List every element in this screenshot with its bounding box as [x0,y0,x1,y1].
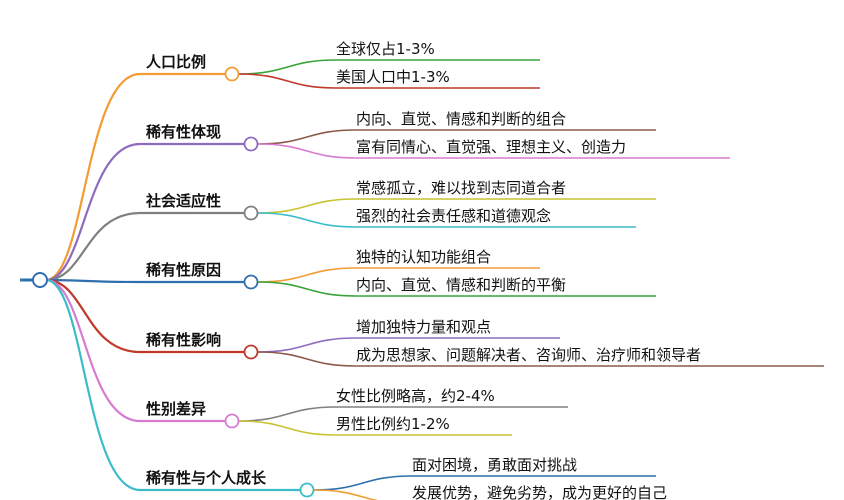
branch-connector [45,278,141,423]
nodes-layer: 人口比例 全球仅占1-3% 美国人口中1-3% 稀有性体现 内向、直觉、情感和判断的组合… [32,40,701,500]
branch-connector [45,72,141,282]
leaf-label: 增加独特力量和观点 [356,318,491,336]
leaf-label: 女性比例略高，约2-4% [336,387,495,405]
leaf-label: 成为思想家、问题解决者、咨询师、治疗师和领导者 [356,346,701,364]
leaf-connector [313,475,413,491]
leaf-connector [238,406,337,422]
leaf-label: 富有同情心、直觉强、理想主义、创造力 [356,138,626,156]
branch-connector [45,142,141,282]
branch-label: 社会适应性 [145,192,221,210]
branch-node-circle[interactable] [243,205,259,221]
leaf-connector [257,143,357,159]
leaf-label: 强烈的社会责任感和道德观念 [356,207,551,225]
leaf-label: 常感孤立，难以找到志同道合者 [356,179,566,197]
leaf-connector [257,212,357,228]
root-node-circle[interactable] [32,272,48,288]
branch-node-circle[interactable] [243,274,259,290]
branch-label: 稀有性与个人成长 [146,469,267,487]
leaf-connector [257,337,357,353]
links-layer [20,59,824,500]
branch-connector [45,278,141,284]
branch-label: 稀有性体现 [146,123,221,141]
leaf-label: 发展优势，避免劣势，成为更好的自己 [412,484,667,500]
leaf-connector [238,59,337,75]
branch-node-circle[interactable] [243,136,259,152]
leaf-connector [238,420,337,436]
leaf-connector [257,129,357,145]
branch-label: 性别差异 [146,400,206,418]
branch-label: 稀有性原因 [146,261,221,279]
leaf-connector [313,489,378,500]
leaf-connector [257,267,357,283]
leaf-label: 男性比例约1-2% [336,415,450,433]
leaf-label: 全球仅占1-3% [336,40,435,58]
branch-node-circle[interactable] [224,66,240,82]
branch-connector [45,278,141,492]
branch-node-circle[interactable] [299,482,315,498]
leaf-label: 面对困境，勇敢面对挑战 [412,456,577,474]
branch-node-circle[interactable] [224,413,240,429]
branch-node-circle[interactable] [243,344,259,360]
leaf-connector [257,351,357,367]
leaf-connector [257,281,357,297]
leaf-label: 美国人口中1-3% [336,68,450,86]
branch-connector [45,278,141,354]
leaf-label: 内向、直觉、情感和判断的平衡 [356,276,566,294]
leaf-connector [238,73,337,89]
leaf-label: 内向、直觉、情感和判断的组合 [356,110,566,128]
branch-connector [45,211,141,282]
leaf-connector [257,198,357,214]
branch-label: 人口比例 [146,53,206,71]
branch-label: 稀有性影响 [146,331,221,349]
leaf-label: 独特的认知功能组合 [356,248,491,266]
